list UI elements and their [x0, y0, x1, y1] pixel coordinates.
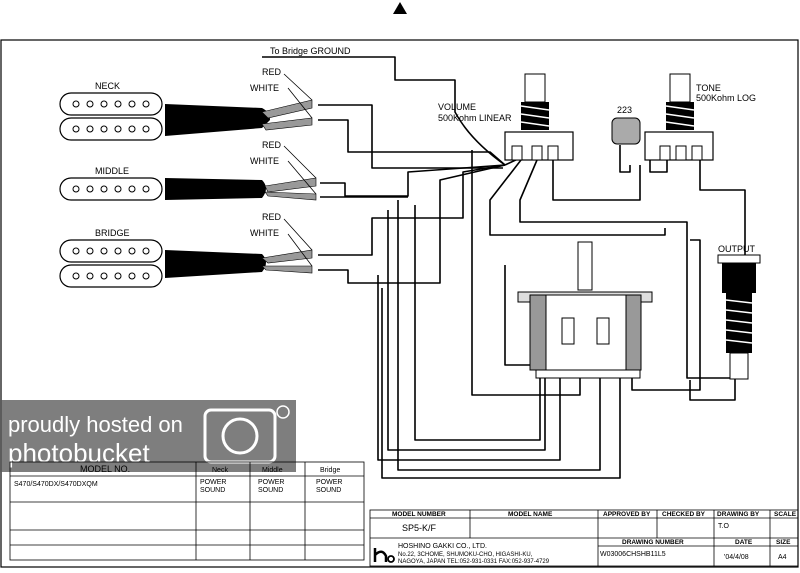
lead-fans — [261, 99, 317, 274]
model-name-header: MODEL NAME — [508, 511, 553, 518]
model-number-cell: S470/S470DX/S470DXQM — [14, 481, 98, 488]
watermark-line1: proudly hosted on — [8, 412, 183, 437]
bridge-pickup-label: BRIDGE — [95, 228, 130, 238]
bridge-pickup-cell: POWER SOUND — [316, 479, 343, 494]
drawing-by-header: DRAWING BY — [717, 511, 760, 518]
middle-pickup-cell: POWER SOUND — [258, 479, 285, 494]
neck-col-header: Neck — [212, 467, 228, 474]
volume-value: 500Kohm LINEAR — [438, 113, 512, 123]
size-header: SIZE — [776, 539, 791, 546]
date-value: '04/4/08 — [724, 554, 749, 561]
neck-pickup — [59, 92, 270, 141]
neck-pickup-label: NECK — [95, 81, 120, 91]
middle-col-header: Middle — [262, 467, 283, 474]
company-address2: NAGOYA, JAPAN TEL:052-931-0331 FAX:052-9… — [398, 559, 550, 565]
middle-red-label: RED — [262, 140, 282, 150]
five-way-switch — [517, 241, 653, 379]
bridge-pickup — [59, 239, 266, 288]
tone-pot — [644, 73, 714, 161]
company-address1: No.22, 3CHOME, SHUMOKU-CHO, HIGASHI-KU, — [398, 552, 533, 558]
capacitor-body — [611, 117, 641, 145]
neck-red-label: RED — [262, 67, 282, 77]
middle-white-label: WHITE — [250, 156, 279, 166]
tone-label: TONE — [696, 83, 721, 93]
date-header: DATE — [735, 539, 753, 546]
middle-pickup — [59, 177, 266, 201]
company-name: HOSHINO GAKKI CO., LTD. — [398, 543, 487, 550]
watermark-line2: photobucket — [8, 438, 150, 468]
drawing-frame — [0, 39, 799, 568]
top-arrow-icon — [393, 2, 407, 14]
middle-pickup-label: MIDDLE — [95, 166, 129, 176]
lead-pointers — [283, 73, 317, 267]
model-number-value: SP5-K/F — [402, 523, 437, 533]
model-no-header: MODEL NO. — [80, 464, 130, 474]
output-jack — [717, 254, 761, 380]
volume-label: VOLUME — [438, 102, 476, 112]
neck-pickup-cell: POWER SOUND — [200, 479, 227, 494]
approved-header: APPROVED BY — [603, 511, 651, 518]
drawing-number-value: W03006CHSHB11L5 — [600, 551, 666, 558]
size-value: A4 — [778, 554, 787, 561]
title-block — [369, 509, 799, 567]
scale-header: SCALE — [774, 511, 797, 518]
bridge-red-label: RED — [262, 212, 282, 222]
wires — [262, 56, 746, 479]
neck-white-label: WHITE — [250, 83, 279, 93]
checked-header: CHECKED BY — [662, 511, 706, 518]
model-number-header: MODEL NUMBER — [392, 511, 446, 518]
bridge-col-header: Bridge — [320, 467, 340, 474]
drawing-by-value: T.O — [718, 523, 729, 530]
photobucket-watermark: proudly hosted on photobucket — [0, 400, 296, 472]
drawing-number-header: DRAWING NUMBER — [622, 539, 684, 546]
capacitor-label: 223 — [617, 105, 632, 115]
tone-value: 500Kohm LOG — [696, 93, 756, 103]
model-table — [9, 461, 365, 561]
volume-pot — [504, 73, 574, 161]
bridge-ground-label: To Bridge GROUND — [270, 46, 351, 56]
output-label: OUTPUT — [718, 244, 756, 254]
bridge-white-label: WHITE — [250, 228, 279, 238]
hoshino-logo-icon — [373, 548, 395, 563]
